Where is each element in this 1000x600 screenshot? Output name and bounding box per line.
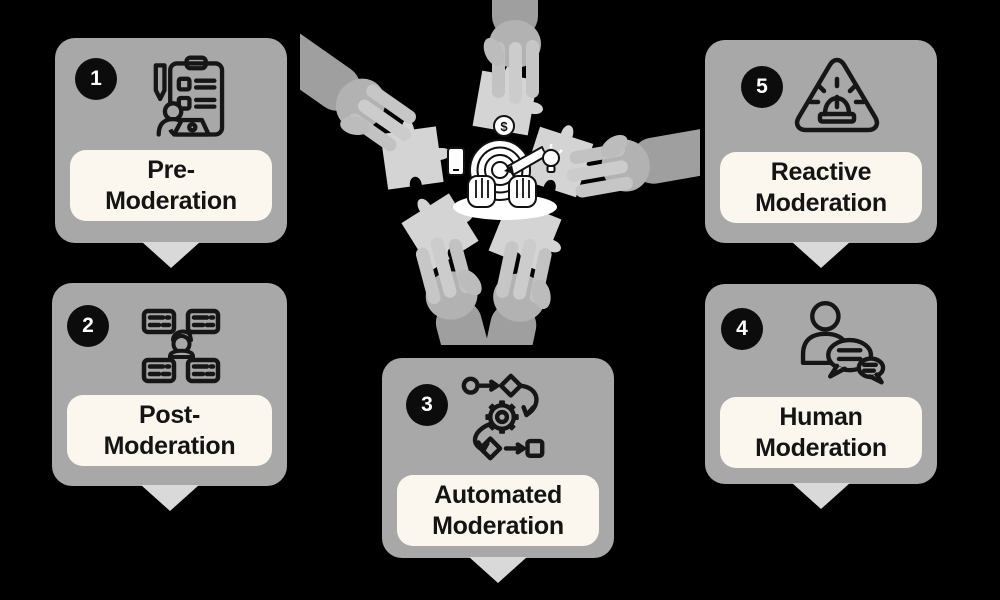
gear xyxy=(485,400,519,434)
number-badge: 2 xyxy=(67,305,109,347)
person-speech-bubbles-icon xyxy=(800,301,886,385)
label-line: Reactive xyxy=(770,158,872,186)
card-label: Human Moderation xyxy=(720,397,922,468)
smartphone-icon xyxy=(447,147,465,176)
label-line: Pre- xyxy=(147,156,195,184)
card-pre-moderation: 1 Pre- Moderation xyxy=(55,38,287,268)
pointer-down-arrow xyxy=(469,557,527,583)
number-badge: 1 xyxy=(75,58,117,100)
card-reactive-moderation: 5 Reactive Moderation xyxy=(705,40,937,268)
label-line: Automated xyxy=(434,481,562,509)
workflow-gear-icon xyxy=(461,373,545,461)
warning-siren-icon xyxy=(794,57,880,133)
clipboard-review-icon xyxy=(153,55,225,137)
pointer-down-arrow xyxy=(142,242,200,268)
goal-illustration: $ xyxy=(447,115,563,220)
number-badge: 4 xyxy=(721,308,763,350)
number-badge: 3 xyxy=(406,384,448,426)
svg-text:$: $ xyxy=(500,119,508,134)
label-line: Moderation xyxy=(755,188,887,217)
label-line: Human xyxy=(779,403,863,431)
card-human-moderation: 4 Human Moderation xyxy=(705,284,937,509)
dollar-coin-icon: $ xyxy=(493,115,515,137)
label-line: Moderation xyxy=(103,431,236,460)
card-label: Post- Moderation xyxy=(67,395,272,466)
pointer-down-arrow xyxy=(792,483,850,509)
card-automated-moderation: 3 xyxy=(382,358,614,583)
card-label: Automated Moderation xyxy=(397,475,599,546)
card-post-moderation: 2 Post- Moderation xyxy=(52,283,287,511)
number-badge: 5 xyxy=(741,66,783,108)
pointer-down-arrow xyxy=(792,242,850,268)
message-cards-person-icon xyxy=(141,308,221,384)
hands-puzzle-photo: $ xyxy=(300,0,700,345)
label-line: Moderation xyxy=(432,511,564,540)
card-label: Reactive Moderation xyxy=(720,152,922,223)
label-line: Moderation xyxy=(755,433,887,462)
card-label: Pre- Moderation xyxy=(70,150,272,221)
pointer-down-arrow xyxy=(140,485,199,511)
lightbulb-icon xyxy=(539,144,563,173)
two-hands-icon xyxy=(467,175,537,208)
label-line: Moderation xyxy=(105,186,237,215)
label-line: Post- xyxy=(138,401,200,429)
